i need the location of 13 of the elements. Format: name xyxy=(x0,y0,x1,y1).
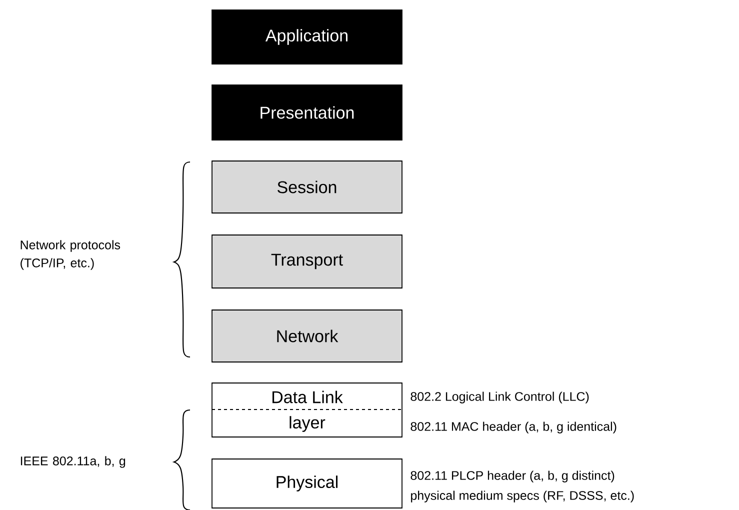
bracket-label: IEEE 802.11a, b, g xyxy=(20,456,126,468)
layer-box: Network xyxy=(212,310,402,362)
layer-box: Physical xyxy=(212,458,402,508)
side-note: 802.11 PLCP header (a, b, g distinct) xyxy=(410,470,614,482)
layer-box: Presentation xyxy=(212,84,402,140)
layer-box: Data Link layer xyxy=(212,382,402,438)
side-note: physical medium specs (RF, DSSS, etc.) xyxy=(411,490,634,502)
side-note: 802.2 Logical Link Control (LLC) xyxy=(410,392,589,404)
layer-box: Transport xyxy=(212,234,402,288)
bracket-label: Network protocols (TCP/IP, etc.) xyxy=(20,240,120,270)
side-note: 802.11 MAC header (a, b, g identical) xyxy=(410,422,616,434)
layer-box: Application xyxy=(212,10,402,64)
layer-box: Session xyxy=(212,160,402,214)
